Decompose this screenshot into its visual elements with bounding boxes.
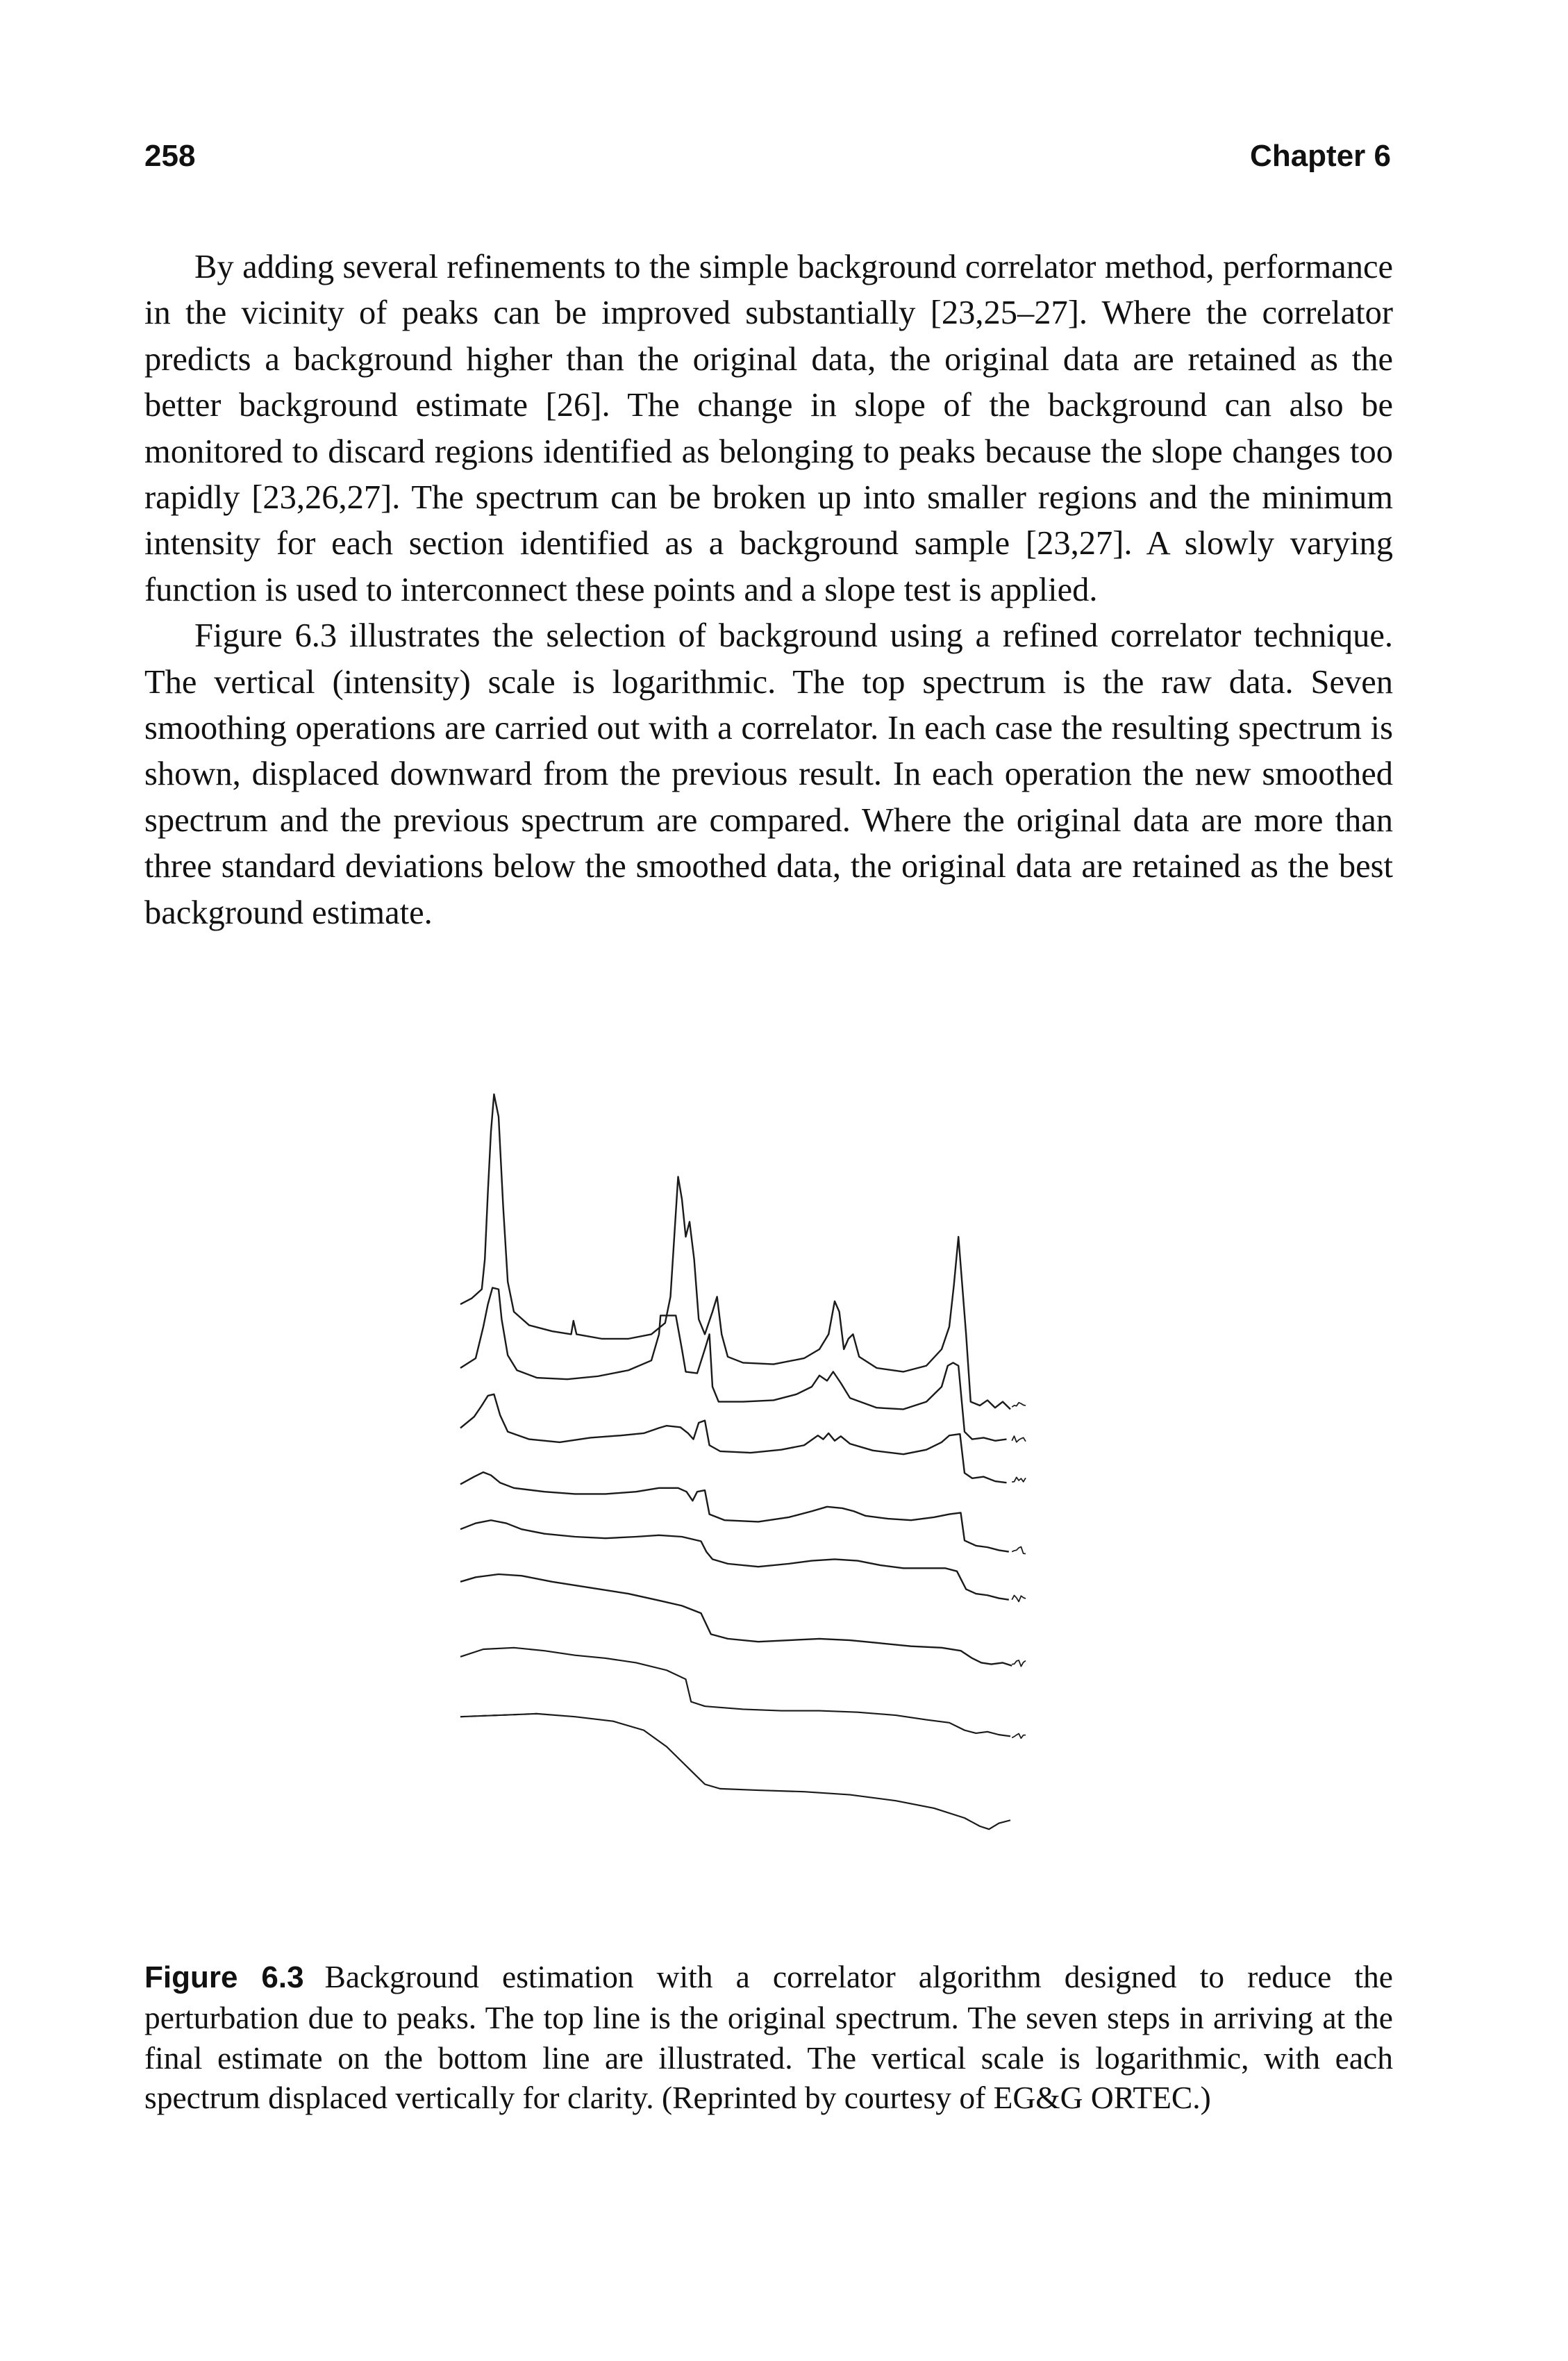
spectra-group	[460, 1093, 1026, 1830]
spectrum-trace-1	[460, 1093, 1011, 1410]
figure-label: Figure 6.3	[144, 1960, 304, 1994]
paragraph-2: Figure 6.3 illustrates the selection of …	[144, 617, 1393, 931]
figure-caption-text: Background estimation with a correlator …	[144, 1959, 1393, 2116]
spectrum-trace-dashed-start	[460, 1712, 537, 1718]
trace-noise-end-6	[1012, 1660, 1026, 1667]
trace-noise-end-1	[1011, 1401, 1026, 1408]
trace-noise-end-5	[1011, 1594, 1026, 1603]
figure-6-3	[361, 1045, 1194, 1927]
spectrum-trace-7	[460, 1646, 1011, 1737]
page-number: 258	[144, 139, 196, 173]
chapter-label: Chapter 6	[1250, 139, 1391, 173]
paragraph-1: By adding several refinements to the sim…	[144, 249, 1393, 608]
trace-noise-end-7	[1011, 1733, 1026, 1740]
spectrum-trace-2	[460, 1287, 1007, 1442]
spectrum-trace-5	[460, 1519, 1009, 1601]
spectrum-trace-4	[460, 1471, 1009, 1553]
trace-noise-end-2	[1011, 1435, 1026, 1443]
trace-noise-end-4	[1011, 1546, 1026, 1555]
trace-noise-end-3	[1012, 1476, 1026, 1483]
spectrum-trace-6	[460, 1573, 1012, 1667]
spectrum-trace-8	[460, 1712, 1011, 1830]
spectrum-trace-3	[460, 1393, 1007, 1484]
body-text: By adding several refinements to the sim…	[144, 244, 1393, 936]
spectra-figure	[460, 1093, 1026, 1830]
